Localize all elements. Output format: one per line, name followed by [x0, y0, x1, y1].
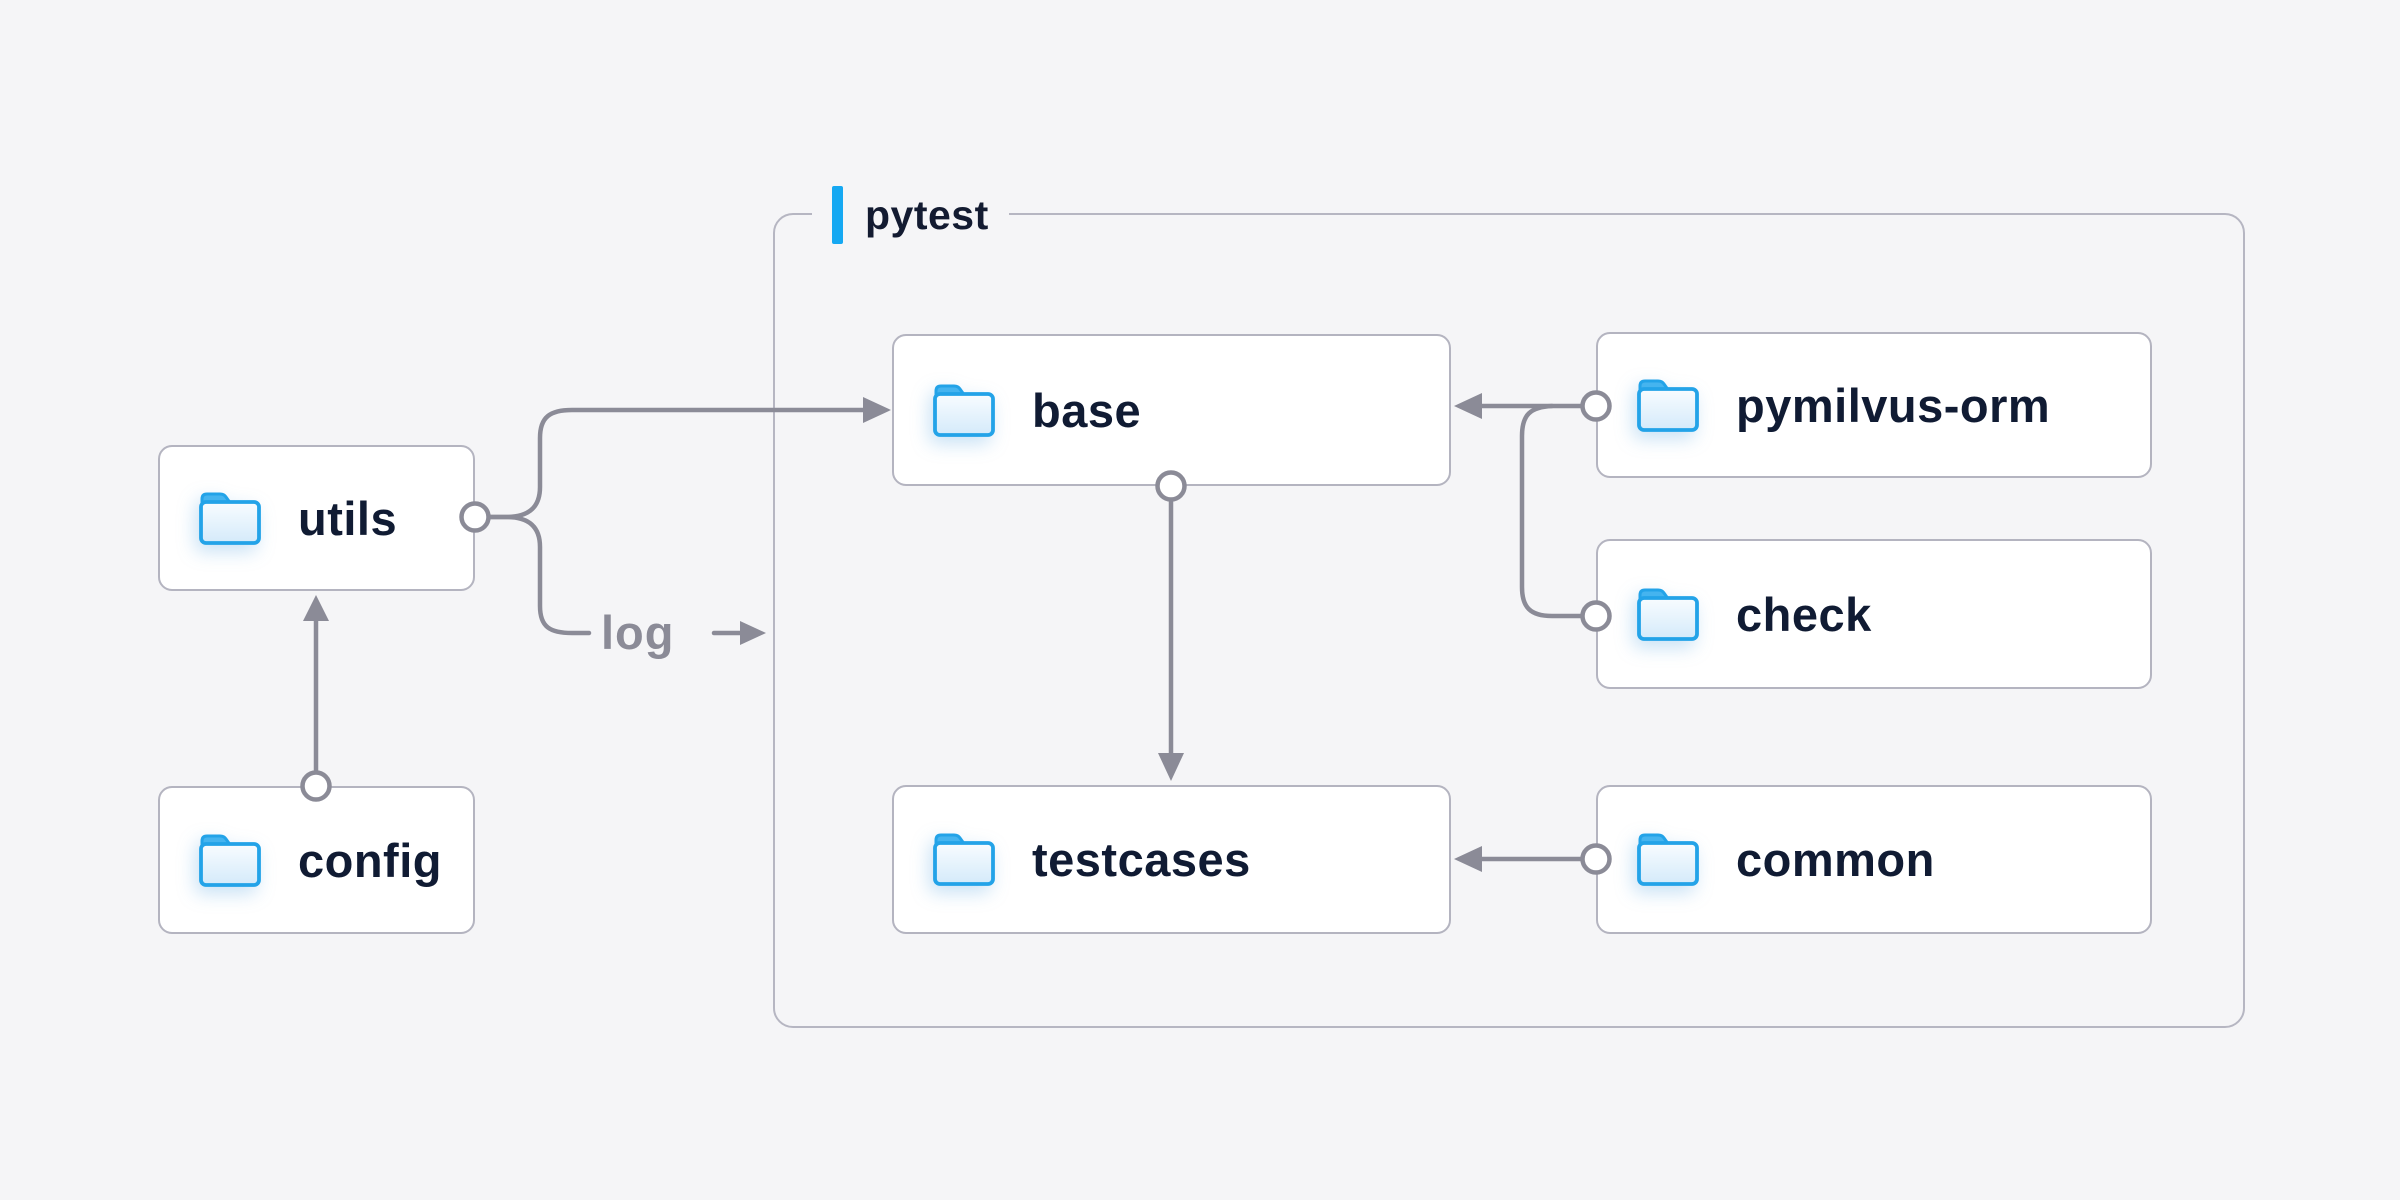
folder-icon — [932, 383, 996, 438]
node-utils: utils — [158, 445, 475, 591]
node-testcases: testcases — [892, 785, 1451, 934]
node-label: check — [1736, 587, 1872, 641]
group-title: pytest — [865, 191, 989, 238]
node-label: base — [1032, 383, 1142, 437]
log-flow-label: log — [601, 606, 675, 659]
folder-icon — [198, 491, 262, 546]
arrowhead-right-icon — [740, 621, 766, 645]
node-check: check — [1596, 539, 2152, 689]
node-label: pymilvus-orm — [1736, 378, 2051, 432]
pytest-group-container: pytest — [773, 186, 2245, 1028]
node-common: common — [1596, 785, 2152, 934]
folder-icon — [1636, 587, 1700, 642]
node-pymilvus-orm: pymilvus-orm — [1596, 332, 2152, 478]
edge-utils-log — [486, 514, 592, 636]
accent-bar-icon — [832, 186, 843, 244]
pytest-group-label: pytest — [812, 186, 1009, 244]
node-label: common — [1736, 833, 1935, 886]
node-config: config — [158, 786, 475, 934]
folder-icon — [198, 833, 262, 888]
folder-icon — [1636, 378, 1700, 433]
node-label: utils — [298, 491, 398, 545]
node-label: config — [298, 833, 442, 887]
node-base: base — [892, 334, 1451, 486]
folder-icon — [932, 832, 996, 887]
node-label: testcases — [1032, 833, 1251, 886]
arrowhead-up-icon — [303, 595, 329, 621]
folder-icon — [1636, 832, 1700, 887]
